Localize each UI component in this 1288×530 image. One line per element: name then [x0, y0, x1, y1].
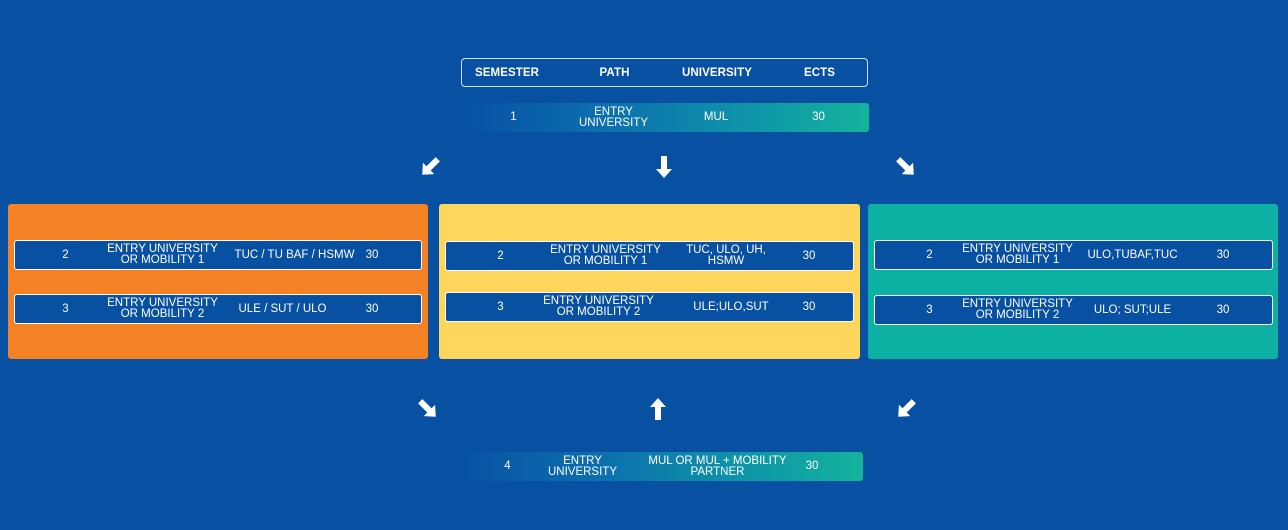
university-cell: ULO,TUBAF,TUC [1087, 248, 1178, 261]
path-line-1: ENTRY UNIVERSITY [962, 243, 1073, 255]
arrow-down-right-icon [418, 399, 436, 417]
path-line-2: OR MOBILITY 2 [556, 306, 641, 318]
path-line-2: UNIVERSITY [547, 465, 617, 478]
path-cell: ENTRY UNIVERSITY [535, 452, 630, 481]
semester-1-row: 1 ENTRY UNIVERSITY MUL 30 [461, 103, 869, 132]
semester-number: 2 [926, 248, 933, 261]
arrow-down-icon [656, 156, 672, 178]
header-path: PATH [599, 66, 630, 79]
teal-path-panel: 2 ENTRY UNIVERSITY OR MOBILITY 1 ULO,TUB… [868, 204, 1278, 359]
ects-cell: 30 [1216, 248, 1230, 261]
path-line-2: UNIVERSITY [578, 116, 648, 129]
path-line-2: OR MOBILITY 2 [120, 308, 205, 320]
ects-cell: 30 [802, 249, 816, 262]
path-line-1: ENTRY UNIVERSITY [107, 297, 218, 309]
path-line-1: ENTRY UNIVERSITY [550, 244, 661, 256]
path-line-1: ENTRY UNIVERSITY [107, 243, 218, 255]
ects-cell: 30 [365, 302, 379, 315]
arrow-up-icon [650, 398, 666, 420]
table-row: 2 ENTRY UNIVERSITY OR MOBILITY 1 TUC, UL… [445, 241, 854, 271]
table-row: 3 ENTRY UNIVERSITY OR MOBILITY 2 ULO; SU… [874, 295, 1273, 325]
university-line-1: TUC, ULO, UH, [686, 244, 766, 256]
path-cell: ENTRY UNIVERSITY OR MOBILITY 1 [538, 242, 673, 270]
semester-number: 2 [497, 249, 504, 262]
arrow-down-right-icon [896, 157, 914, 175]
path-line-2: OR MOBILITY 1 [975, 254, 1060, 266]
ects-cell: 30 [812, 111, 825, 123]
university-line-2: PARTNER [690, 465, 745, 478]
university-cell: MUL [703, 111, 729, 123]
university-line-2: HSMW [707, 255, 745, 267]
semester-number: 4 [504, 460, 511, 472]
path-cell: ENTRY UNIVERSITY [566, 103, 661, 132]
table-row: 2 ENTRY UNIVERSITY OR MOBILITY 1 ULO,TUB… [874, 240, 1273, 270]
ects-cell: 30 [802, 300, 816, 313]
orange-path-panel: 2 ENTRY UNIVERSITY OR MOBILITY 1 TUC / T… [8, 204, 428, 359]
path-cell: ENTRY UNIVERSITY OR MOBILITY 1 [100, 241, 225, 269]
header-ects: ECTS [803, 66, 836, 79]
semester-4-row: 4 ENTRY UNIVERSITY MUL OR MUL + MOBILITY… [455, 452, 863, 481]
header-university: UNIVERSITY [681, 66, 752, 79]
arrow-down-left-icon [898, 399, 916, 417]
path-line-2: OR MOBILITY 1 [120, 254, 205, 266]
path-line-1: ENTRY [563, 454, 602, 467]
ects-cell: 30 [1216, 303, 1230, 316]
path-line-1: ENTRY [594, 105, 633, 118]
semester-number: 3 [926, 303, 933, 316]
path-line-2: OR MOBILITY 1 [563, 255, 648, 267]
table-row: 3 ENTRY UNIVERSITY OR MOBILITY 2 ULE / S… [14, 294, 422, 324]
university-line-1: MUL OR MUL + MOBILITY [648, 454, 787, 467]
path-line-1: ENTRY UNIVERSITY [962, 298, 1073, 310]
yellow-path-panel: 2 ENTRY UNIVERSITY OR MOBILITY 1 TUC, UL… [439, 204, 860, 359]
ects-cell: 30 [365, 248, 379, 261]
semester-number: 1 [510, 111, 517, 123]
university-cell: ULO; SUT;ULE [1093, 303, 1172, 316]
semester-number: 2 [62, 248, 69, 261]
semester-number: 3 [497, 300, 504, 313]
path-line-2: OR MOBILITY 2 [975, 309, 1060, 321]
semester-number: 3 [62, 302, 69, 315]
table-header: SEMESTER PATH UNIVERSITY ECTS [461, 58, 868, 87]
path-line-1: ENTRY UNIVERSITY [543, 295, 654, 307]
arrow-down-left-icon [422, 157, 440, 175]
path-cell: ENTRY UNIVERSITY OR MOBILITY 1 [955, 241, 1080, 269]
university-cell: MUL OR MUL + MOBILITY PARTNER [635, 452, 800, 481]
header-semester: SEMESTER [474, 66, 540, 79]
ects-cell: 30 [805, 460, 819, 472]
university-cell: ULE;ULO,SUT [693, 300, 769, 313]
university-cell: TUC / TU BAF / HSMW [234, 248, 355, 261]
university-cell: TUC, ULO, UH, HSMW [671, 242, 781, 270]
path-cell: ENTRY UNIVERSITY OR MOBILITY 2 [100, 295, 225, 323]
path-cell: ENTRY UNIVERSITY OR MOBILITY 2 [531, 293, 666, 321]
university-cell: ULE / SUT / ULO [238, 302, 327, 315]
path-cell: ENTRY UNIVERSITY OR MOBILITY 2 [955, 296, 1080, 324]
table-row: 3 ENTRY UNIVERSITY OR MOBILITY 2 ULE;ULO… [445, 292, 854, 322]
table-row: 2 ENTRY UNIVERSITY OR MOBILITY 1 TUC / T… [14, 240, 422, 270]
